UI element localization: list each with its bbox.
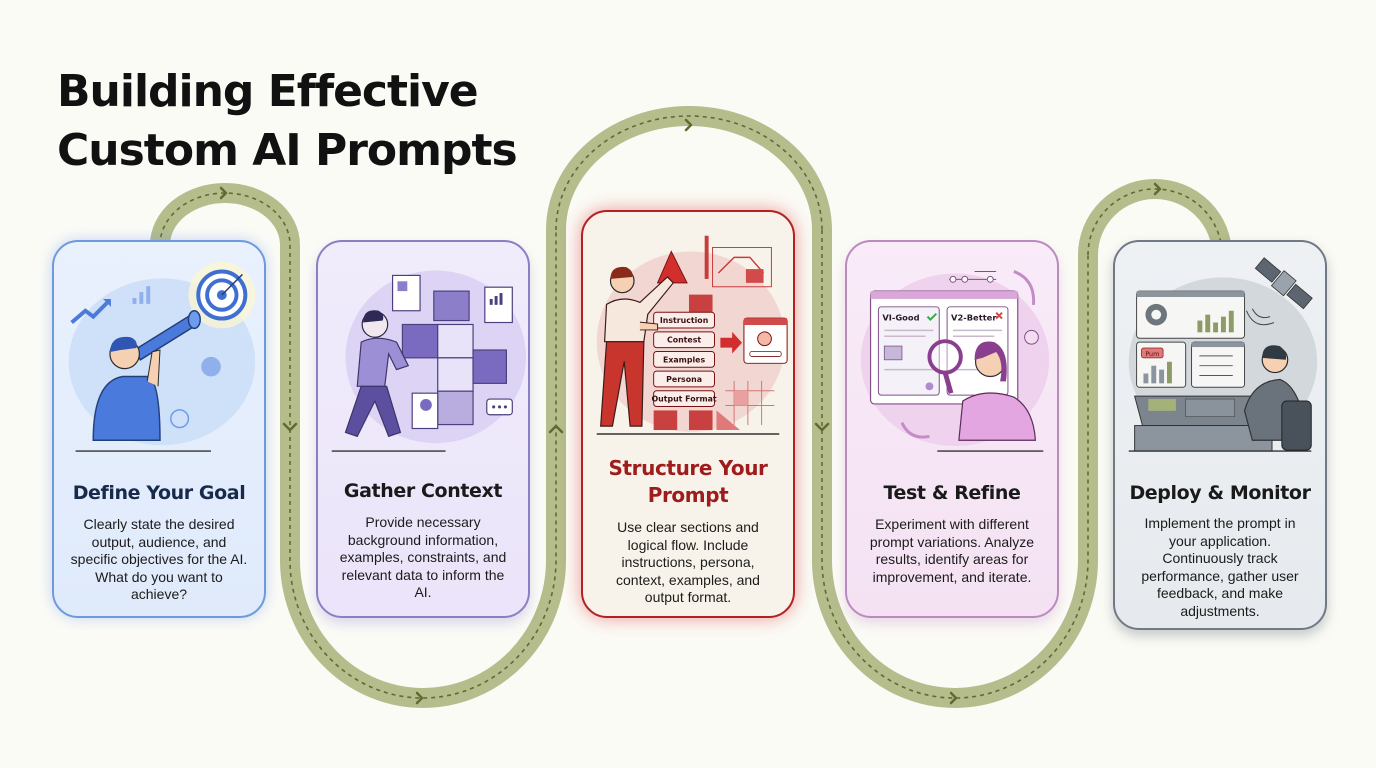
- block-examples: Examples: [663, 355, 706, 364]
- step-card-structure-prompt[interactable]: Instruction Contest Examples Persona Out…: [581, 210, 795, 618]
- step-card-define-goal[interactable]: Define Your Goal Clearly state the desir…: [52, 240, 266, 618]
- chevron-right-icon: [415, 691, 424, 705]
- chevron-right-icon: [949, 691, 958, 705]
- step-description: Provide necessary background information…: [339, 514, 507, 600]
- step-title-line-2: Prompt: [647, 483, 729, 507]
- person-telescope-target-icon: [68, 261, 256, 452]
- step-description: Clearly state the desired output, audien…: [70, 516, 248, 602]
- chevron-right-icon: [219, 186, 228, 200]
- step-title: Gather Context: [343, 480, 503, 502]
- title-line-2: Custom AI Prompts: [57, 125, 518, 176]
- block-contest: Contest: [667, 336, 701, 345]
- block-instruction: Instruction: [660, 316, 708, 325]
- step-description: Use clear sections and logical flow. Inc…: [616, 519, 760, 605]
- chevron-down-icon: [814, 422, 830, 432]
- block-persona: Persona: [666, 375, 702, 384]
- chevron-right-icon: [684, 118, 693, 132]
- step-description: Implement the prompt in your application…: [1141, 515, 1299, 619]
- status-badge: Pum: [1145, 350, 1159, 358]
- step-title-line-1: Structure Your: [608, 456, 768, 480]
- cross-icon: [995, 312, 1003, 320]
- person-stacking-blocks-icon: Instruction Contest Examples Persona Out…: [596, 235, 788, 435]
- step-title: Test & Refine: [883, 482, 1021, 504]
- block-output-format: Output Format: [651, 395, 716, 404]
- title-line-1: Building Effective: [57, 66, 479, 117]
- step-description: Experiment with different prompt variati…: [869, 516, 1035, 585]
- step-card-deploy-monitor[interactable]: Pum Deploy & Monitor Implement the promp…: [1113, 240, 1327, 630]
- page-title: Building Effective Custom AI Prompts: [57, 62, 518, 180]
- chevron-right-icon: [1153, 182, 1162, 196]
- variant-v2-label: V2-Better: [951, 313, 997, 323]
- chevron-up-icon: [548, 424, 564, 434]
- check-icon: [926, 312, 937, 321]
- variant-v1-label: VI-Good: [882, 313, 919, 323]
- step-card-test-refine[interactable]: VI-Good V2-Better Test & Refine Experime…: [845, 240, 1059, 618]
- step-title: Define Your Goal: [72, 482, 246, 504]
- chevron-down-icon: [282, 422, 298, 432]
- person-magnifier-comparison-icon: VI-Good V2-Better: [860, 270, 1050, 452]
- person-control-desk-satellite-icon: Pum: [1128, 257, 1318, 452]
- step-title: Deploy & Monitor: [1129, 482, 1311, 504]
- person-puzzle-pieces-icon: [331, 270, 527, 452]
- step-card-gather-context[interactable]: Gather Context Provide necessary backgro…: [316, 240, 530, 618]
- satellite-icon: [1254, 257, 1313, 310]
